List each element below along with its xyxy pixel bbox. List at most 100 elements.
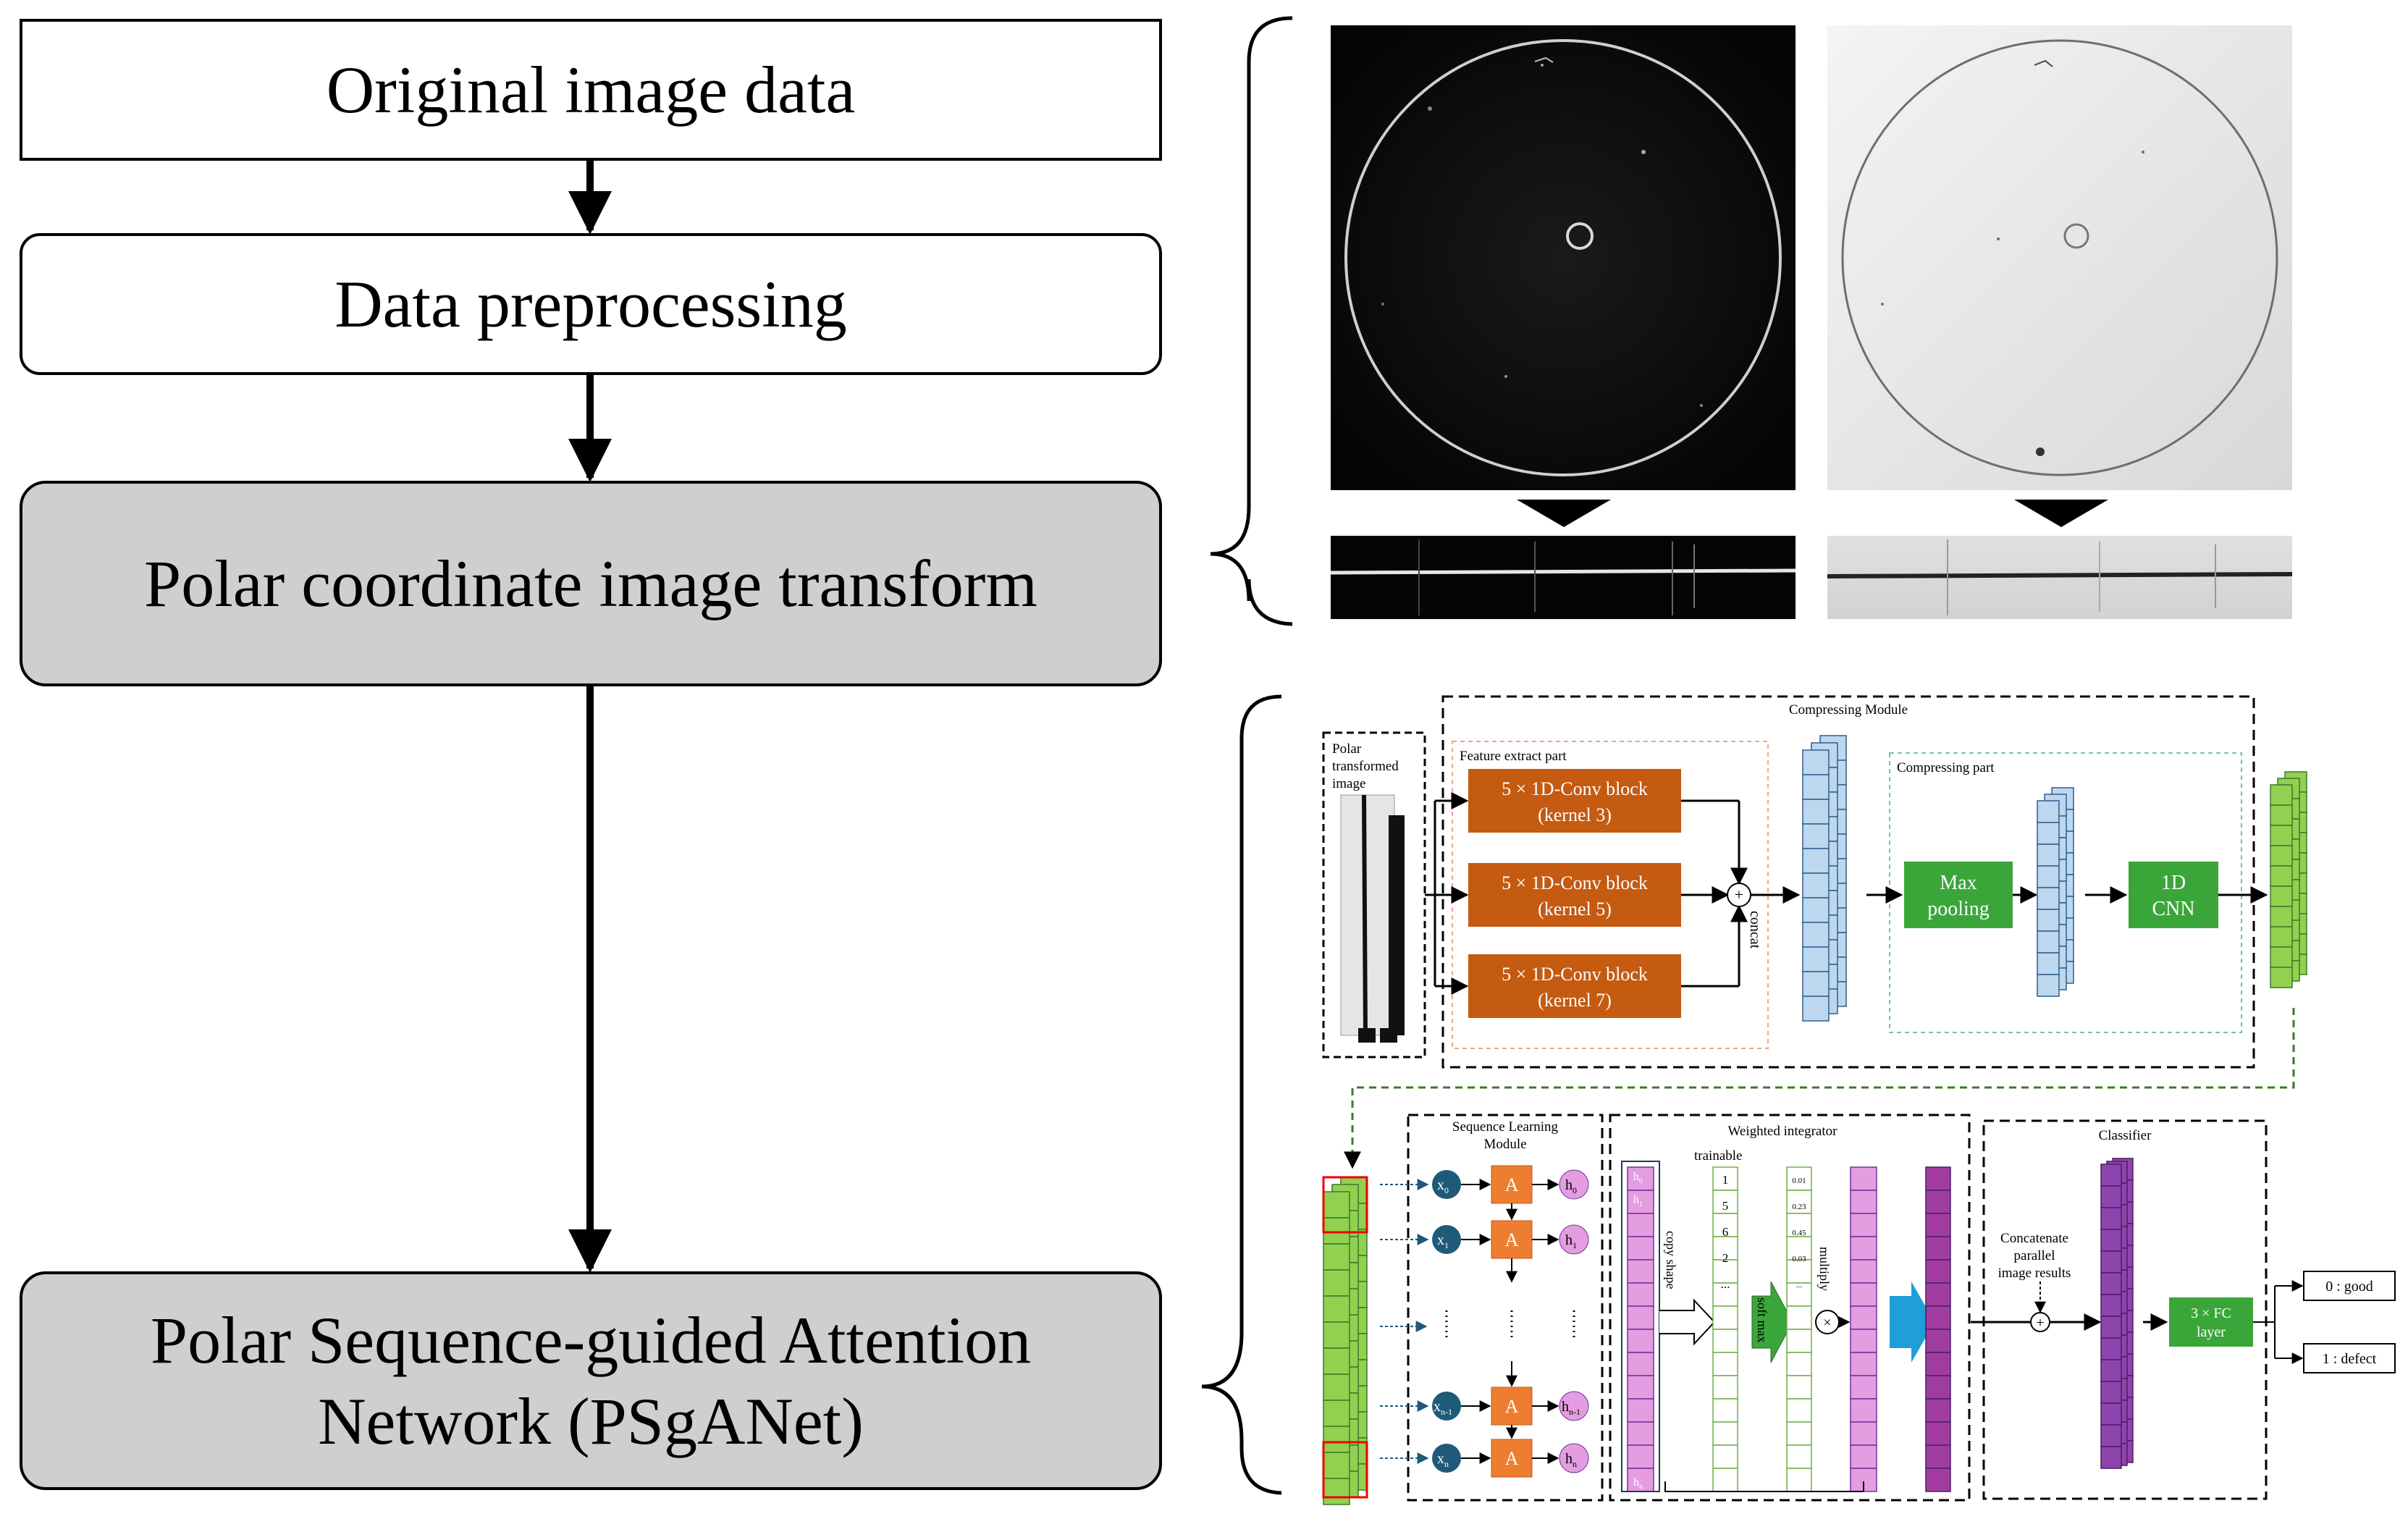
integrated-cell bbox=[1925, 1305, 1951, 1330]
weight-cell bbox=[1712, 1468, 1738, 1492]
multiply-glyph: × bbox=[1823, 1315, 1831, 1331]
weighted-cell bbox=[1850, 1421, 1877, 1446]
step-polar-transform-label: Polar coordinate image transform bbox=[144, 547, 1037, 620]
feature-stack-1-cell bbox=[1802, 897, 1830, 923]
softmax-cell bbox=[1786, 1398, 1812, 1423]
feature-stack-2-cell bbox=[2037, 843, 2060, 867]
concat-plus-glyph: + bbox=[1735, 885, 1743, 904]
classifier-stack-cell bbox=[2100, 1250, 2122, 1274]
weight-cell bbox=[1712, 1190, 1738, 1214]
sequence-stack-cell bbox=[1323, 1269, 1350, 1297]
copy-shape-arrow bbox=[1659, 1298, 1716, 1346]
compressed-output-stack bbox=[2270, 771, 2307, 988]
feature-stack-1 bbox=[1802, 735, 1847, 1022]
h-column-cell bbox=[1627, 1305, 1654, 1330]
fc-line1: 3 × FC bbox=[2191, 1305, 2231, 1321]
softmax-value: 0.45 bbox=[1792, 1229, 1806, 1237]
softmax-label: soft max bbox=[1755, 1297, 1769, 1343]
weighted-integrator-box bbox=[1609, 1114, 1971, 1502]
h-column-cell bbox=[1627, 1444, 1654, 1469]
feature-stack-1-cell bbox=[1802, 872, 1830, 899]
step-original-image-data-label: Original image data bbox=[326, 53, 856, 127]
feature-stack-2-cell bbox=[2037, 952, 2060, 975]
feature-stack-2-cell bbox=[2037, 822, 2060, 845]
rnn-cell bbox=[1491, 1387, 1533, 1426]
compressing-module-label: Compressing Module bbox=[1789, 702, 1908, 718]
h-column-sub: 0 bbox=[1639, 1177, 1643, 1185]
output-defect-box bbox=[2303, 1343, 2396, 1373]
weighted-cell bbox=[1850, 1282, 1877, 1307]
softmax-cell bbox=[1786, 1375, 1812, 1400]
conv-block-1-line1: 5 × 1D-Conv block bbox=[1502, 778, 1648, 799]
input-image-block: Polar transformed image bbox=[1322, 731, 1426, 1059]
classifier-stack-cell bbox=[2100, 1164, 2122, 1187]
h-column-cell bbox=[1627, 1190, 1654, 1214]
weighted-cell bbox=[1850, 1375, 1877, 1400]
integrated-cell bbox=[1925, 1444, 1951, 1469]
weight-cell bbox=[1712, 1213, 1738, 1237]
softmax-cell bbox=[1786, 1444, 1812, 1469]
rnn-hidden-node bbox=[1559, 1169, 1589, 1200]
sequence-stack-cell bbox=[1323, 1478, 1350, 1505]
sequence-stack-cell bbox=[1323, 1452, 1350, 1479]
softmax-cell bbox=[1786, 1305, 1812, 1330]
weighted-cell bbox=[1850, 1329, 1877, 1353]
copy-shape-label: copy shape bbox=[1664, 1231, 1678, 1289]
feature-stack-2-cell bbox=[2037, 865, 2060, 888]
output-stack-cell bbox=[2270, 885, 2293, 907]
output-stack-cell bbox=[2270, 804, 2293, 826]
h-column-cell bbox=[1627, 1259, 1654, 1284]
sequence-stack-cell bbox=[1323, 1400, 1350, 1427]
weighted-cell bbox=[1850, 1444, 1877, 1469]
softmax-cell bbox=[1786, 1352, 1812, 1376]
feature-stack-1-cell bbox=[1802, 996, 1830, 1022]
output-stack-cell bbox=[2270, 946, 2293, 968]
weighted-cell bbox=[1850, 1259, 1877, 1284]
output-stack-cell bbox=[2270, 967, 2293, 988]
classifier-stack-cell bbox=[2100, 1359, 2122, 1382]
weight-cell bbox=[1712, 1166, 1738, 1191]
classifier-stack-cell bbox=[2100, 1294, 2122, 1317]
softmax-arrow bbox=[1751, 1281, 1793, 1363]
sequence-stack-cell bbox=[1323, 1191, 1350, 1219]
sequence-stack-cell bbox=[1323, 1295, 1350, 1323]
weighted-cell bbox=[1850, 1190, 1877, 1214]
classifier-stack-cell bbox=[2100, 1402, 2122, 1426]
softmax-cell bbox=[1786, 1329, 1812, 1353]
feature-stack-1-cell bbox=[1802, 749, 1830, 775]
weight-cell bbox=[1712, 1305, 1738, 1330]
output-lines bbox=[2253, 1280, 2304, 1364]
sequence-stack-cell bbox=[1323, 1347, 1350, 1375]
rnn-cell bbox=[1491, 1439, 1533, 1478]
weighted-cell bbox=[1850, 1213, 1877, 1237]
integrated-cell bbox=[1925, 1398, 1951, 1423]
sequence-stack-cell bbox=[1323, 1243, 1350, 1271]
rnn-input-node bbox=[1432, 1392, 1461, 1421]
conv-block-kernel3: 5 × 1D-Conv block (kernel 3) bbox=[1468, 769, 1681, 833]
integrated-cell bbox=[1925, 1190, 1951, 1214]
classifier-stack-cell bbox=[2100, 1185, 2122, 1208]
compressing-part-label: Compressing part bbox=[1897, 760, 1995, 775]
conv-block-kernel5: 5 × 1D-Conv block (kernel 5) bbox=[1468, 863, 1681, 927]
weighted-cell bbox=[1850, 1166, 1877, 1191]
compressing-module-box bbox=[1441, 695, 2255, 1069]
weight-cell bbox=[1712, 1259, 1738, 1284]
rnn-hidden-sub: 0 bbox=[1573, 1185, 1577, 1195]
green-connector bbox=[1344, 1008, 2295, 1169]
rnn-hidden-sub: 1 bbox=[1573, 1240, 1577, 1250]
input-to-conv-lines bbox=[1425, 792, 1801, 995]
weight-cell bbox=[1712, 1444, 1738, 1469]
softmax-value: ... bbox=[1796, 1281, 1803, 1289]
rnn-hidden-sub: n bbox=[1573, 1459, 1577, 1469]
output-stack-cell bbox=[2270, 865, 2293, 887]
feature-extract-part-label: Feature extract part bbox=[1460, 749, 1567, 764]
h-column-cell bbox=[1627, 1352, 1654, 1376]
concat-op-icon bbox=[1727, 883, 1751, 907]
h-column-cell bbox=[1627, 1282, 1654, 1307]
step-data-preprocessing-label: Data preprocessing bbox=[334, 267, 847, 341]
classifier-stack-cell bbox=[2100, 1337, 2122, 1360]
weight-cell bbox=[1712, 1236, 1738, 1261]
concat-results-line1: Concatenate bbox=[2000, 1231, 2068, 1246]
conv-block-3-line1: 5 × 1D-Conv block bbox=[1502, 964, 1648, 985]
classifier-label: Classifier bbox=[2099, 1128, 2152, 1143]
